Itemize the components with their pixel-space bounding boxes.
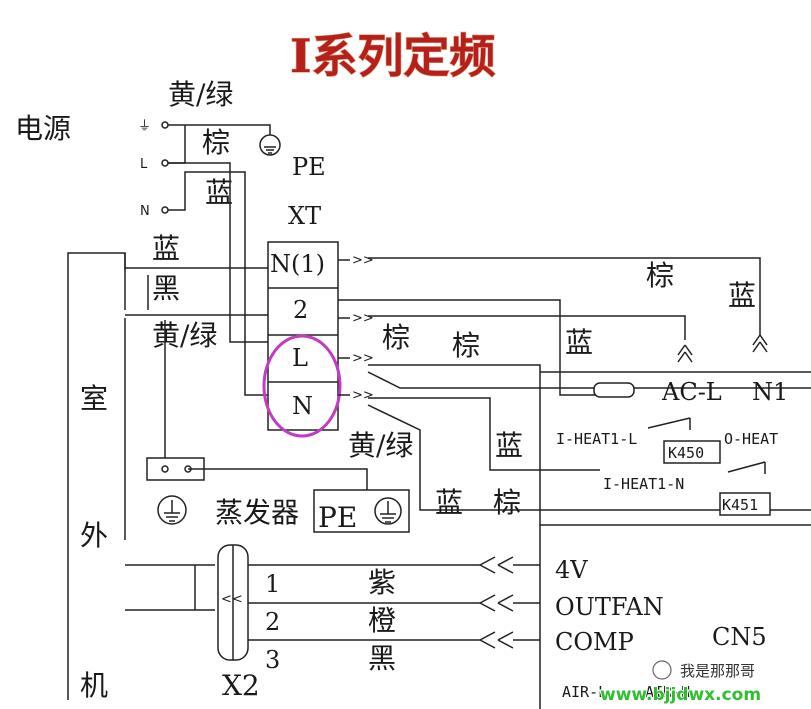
power-pin-n-dot xyxy=(161,206,169,214)
wire-brown-to-acl xyxy=(368,315,686,340)
board-ac-l: AC-L xyxy=(661,378,722,406)
wire-n1-to-board xyxy=(368,257,761,335)
outdoor-char-3: 机 xyxy=(80,669,108,702)
wire-label-brown-mid2: 棕 xyxy=(452,329,480,362)
power-pin-ground-dot xyxy=(161,121,169,129)
power-pin-l-dot xyxy=(161,159,169,167)
board-air-n: AIR-N xyxy=(645,683,690,701)
relay-k450-switch xyxy=(647,417,691,430)
wire-label-brown-top: 棕 xyxy=(202,126,230,159)
outdoor-char-2: 外 xyxy=(80,519,108,552)
board-o-heat: O-HEAT xyxy=(724,430,778,448)
x2-label: X2 xyxy=(222,669,260,702)
wire-label-orange: 橙 xyxy=(368,604,396,637)
wire-l-to-terminal xyxy=(168,162,268,343)
wire-ground xyxy=(168,124,271,138)
relay-k450-label: K450 xyxy=(668,444,704,462)
wire-label-brown-lower: 棕 xyxy=(493,486,521,519)
pe-top-label: PE xyxy=(292,153,326,181)
terminal-n1: N(1) xyxy=(270,250,325,278)
xt-label: XT xyxy=(288,202,321,230)
wire-label-yellow-green-left: 黄/绿 xyxy=(152,319,217,352)
watermark-account: 我是那那哥 xyxy=(680,662,755,680)
x2-pin-1: 1 xyxy=(265,570,280,598)
terminal-block-xt xyxy=(267,241,339,431)
diagram-title: I系列定频 xyxy=(290,29,496,83)
arrow-orange-icon xyxy=(479,594,540,612)
highlight-circle xyxy=(262,334,342,438)
wire-label-yellow-green-mid: 黄/绿 xyxy=(348,429,413,462)
relay-k451-label: K451 xyxy=(722,496,758,514)
relay-k451-switch xyxy=(727,461,766,474)
wire-label-blue-mid: 蓝 xyxy=(565,326,593,359)
power-label: 电源 xyxy=(15,112,71,145)
outdoor-char-1: 室 xyxy=(80,382,108,415)
relay-k450 xyxy=(663,440,721,464)
svg-text:>>: >> xyxy=(352,311,374,326)
board-air-l: AIR-L xyxy=(562,683,607,701)
wire-2-to-board xyxy=(338,299,600,396)
outdoor-frame-line xyxy=(67,252,126,700)
wire-label-black-left: 黑 xyxy=(152,272,180,305)
ground-symbol-lines xyxy=(264,146,276,154)
wire-l-loop xyxy=(168,125,186,164)
power-pin-l: L xyxy=(140,157,148,172)
board-4v: 4V xyxy=(555,556,588,584)
wire-label-blue-right: 蓝 xyxy=(728,279,756,312)
arrow-black-icon xyxy=(479,631,540,649)
wire-yellow-green-evap xyxy=(188,468,368,495)
wire-l-to-board xyxy=(368,364,811,526)
wire-label-blue-top: 蓝 xyxy=(205,176,233,209)
board-outfan: OUTFAN xyxy=(555,593,664,621)
board-comp: COMP xyxy=(555,628,634,656)
wire-label-blue-lower: 蓝 xyxy=(495,429,523,462)
ground-pin-icon: ⏚ xyxy=(138,119,151,134)
x2-left-bracket xyxy=(125,564,215,611)
x2-pin-3: 3 xyxy=(265,646,280,674)
relay-k451 xyxy=(719,492,771,516)
terminal-n: N xyxy=(292,392,313,420)
n1-arrow-icon xyxy=(752,334,768,353)
watermark: 我是那那哥 www.bjjdwx.com xyxy=(599,660,762,706)
wire-label-black-bottom: 黑 xyxy=(368,642,396,675)
terminal-2: 2 xyxy=(293,296,308,324)
board-heat-n: I-HEAT1-N xyxy=(603,475,684,493)
pe-ground-symbol xyxy=(259,134,281,156)
wire-label-yellow-green-top: 黄/绿 xyxy=(168,78,233,111)
evaporator-pe-label: PE xyxy=(318,501,357,534)
wire-label-purple: 紫 xyxy=(368,566,396,599)
board-cn5: CN5 xyxy=(712,623,767,651)
terminal-l: L xyxy=(292,344,308,372)
watermark-site: www.bjjdwx.com xyxy=(600,685,761,705)
wire-label-blue-left: 蓝 xyxy=(152,232,180,265)
wire-n-to-board xyxy=(368,397,600,471)
wechat-icon xyxy=(652,660,672,680)
wire-label-brown-mid1: 棕 xyxy=(382,321,410,354)
x2-pin-2: 2 xyxy=(265,608,280,636)
evaporator-label: 蒸发器 xyxy=(215,496,299,529)
wire-n-crossover xyxy=(367,404,811,511)
svg-text:>>: >> xyxy=(352,253,374,268)
wire-n-to-terminal xyxy=(168,171,268,396)
acl-arrow-icon xyxy=(677,344,693,363)
power-pin-n: N xyxy=(140,204,150,219)
wire-l-crossover xyxy=(367,371,811,389)
inductor-icon xyxy=(593,382,635,398)
board-heat-l: I-HEAT1-L xyxy=(556,430,637,448)
svg-text:>>: >> xyxy=(352,388,374,403)
svg-text:>>: >> xyxy=(352,351,374,366)
arrow-purple-icon xyxy=(479,556,540,574)
wire-label-blue-lower-left: 蓝 xyxy=(435,486,463,519)
svg-text:<<: << xyxy=(221,592,243,607)
wire-label-brown-right: 棕 xyxy=(646,259,674,292)
board-n1: N1 xyxy=(752,378,788,406)
